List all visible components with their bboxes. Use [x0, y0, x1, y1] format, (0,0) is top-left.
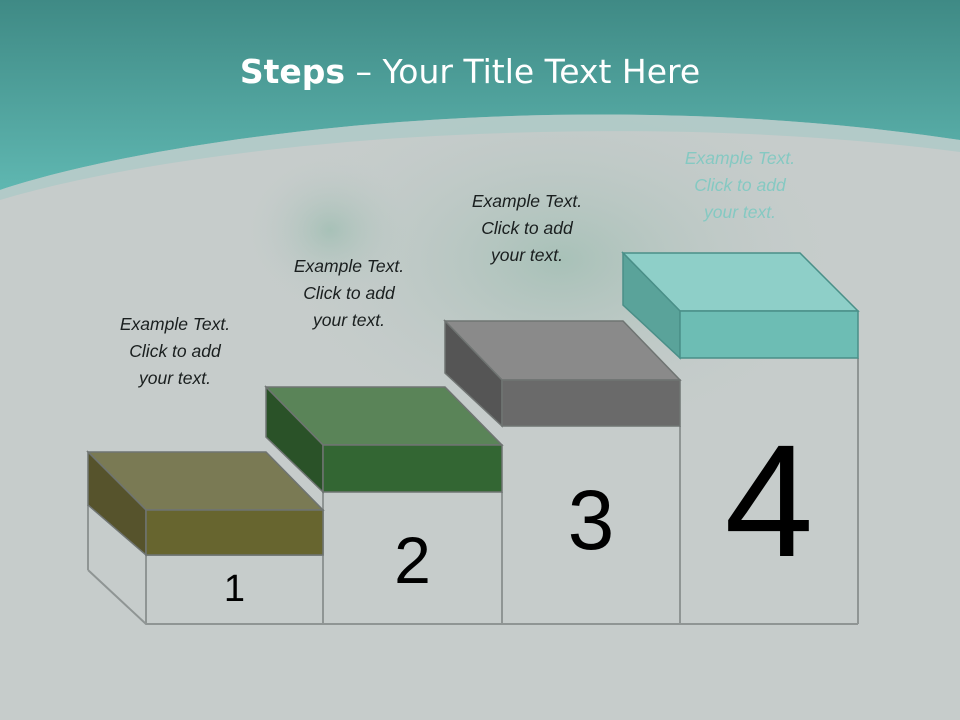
step-block-1[interactable]: [86, 450, 325, 557]
step-1-text[interactable]: Example Text. Click to add your text.: [119, 314, 231, 388]
step-block-3[interactable]: [443, 319, 682, 428]
step-number-2: 2: [394, 523, 431, 597]
step-2-text[interactable]: Example Text. Click to add your text.: [293, 256, 405, 330]
slide-title[interactable]: Steps – Your Title Text Here: [0, 52, 940, 91]
step-4-text[interactable]: Example Text. Click to add your text.: [684, 148, 796, 222]
step-3-text[interactable]: Example Text. Click to add your text.: [471, 191, 583, 265]
step-number-3: 3: [567, 473, 615, 567]
step-number-4: 4: [724, 411, 814, 590]
title-bold: Steps: [239, 52, 346, 91]
header-band: [0, 0, 960, 190]
step-block-2[interactable]: [264, 385, 504, 494]
title-rest: – Your Title Text Here: [345, 52, 701, 91]
step-block-4[interactable]: [621, 251, 860, 360]
step-number-1: 1: [223, 568, 246, 610]
